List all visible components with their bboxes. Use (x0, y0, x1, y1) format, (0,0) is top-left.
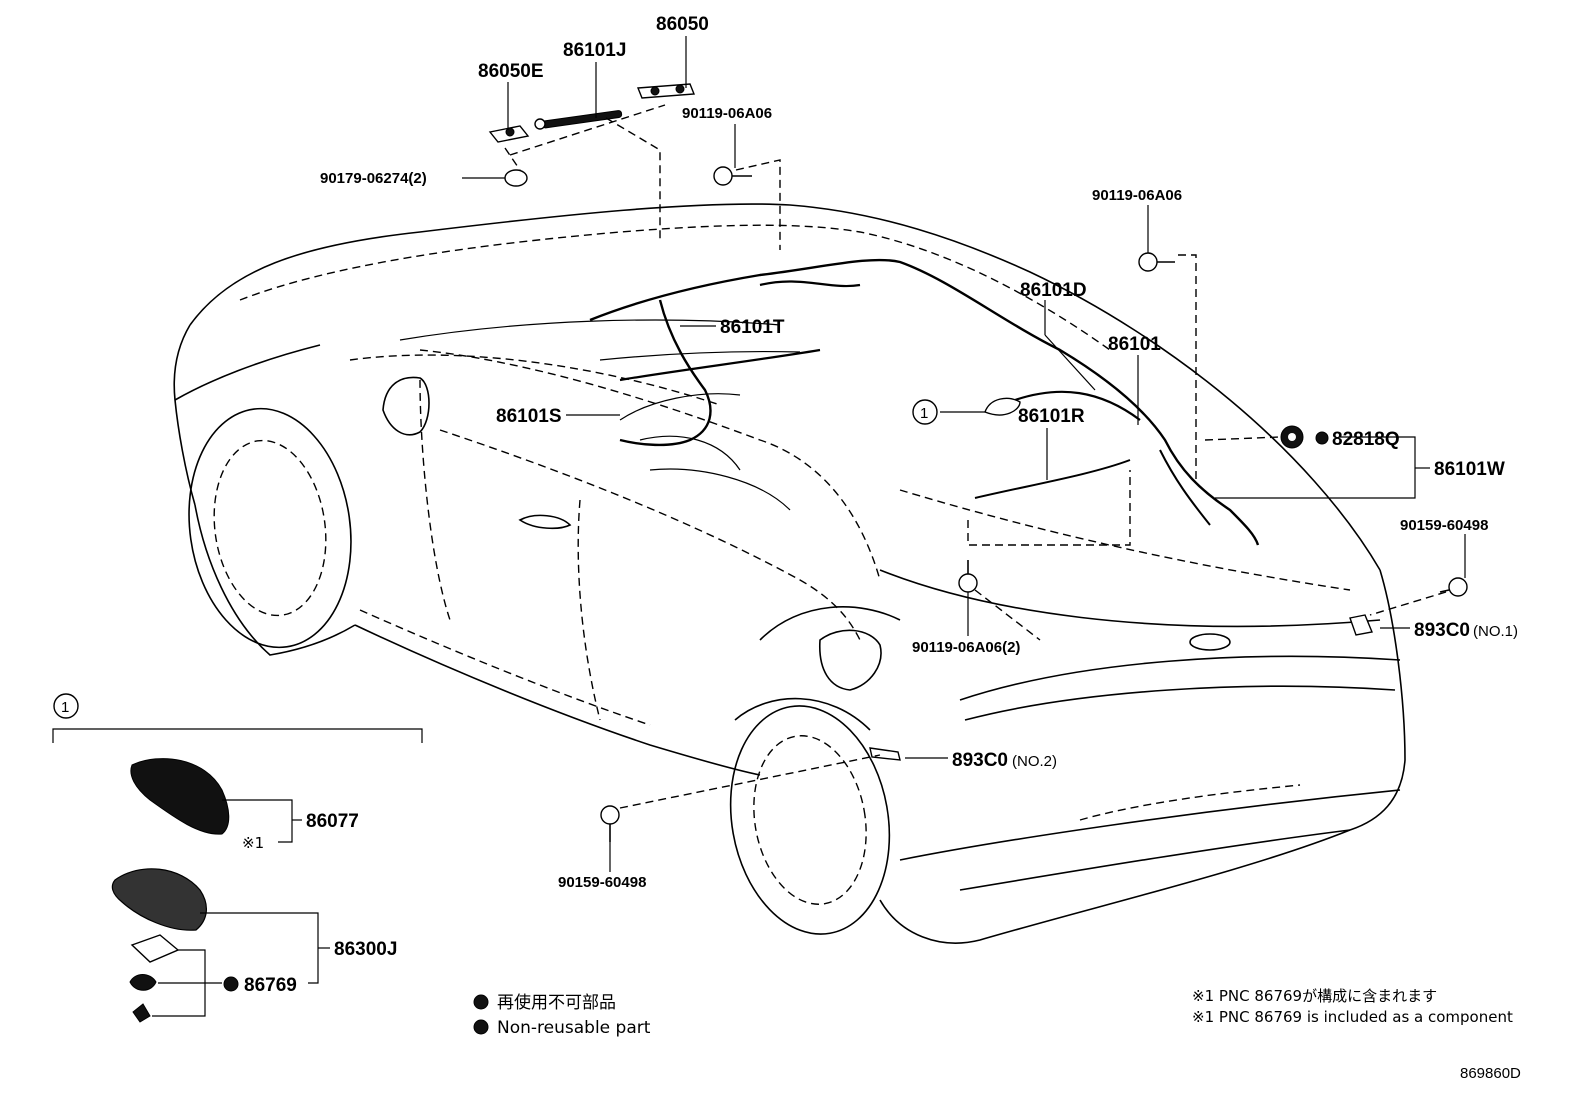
inset-detail: 1 86077 ※1 86300J 86769 (52, 693, 423, 1023)
bolt-right-side (1439, 577, 1468, 597)
label-86769: 86769 (244, 975, 297, 996)
label-86101J: 86101J (563, 40, 626, 61)
label-86101S: 86101S (496, 406, 562, 427)
diagram-code: 869860D (1460, 1065, 1521, 1082)
label-86050: 86050 (656, 14, 709, 35)
callout-1-main: 1 (912, 399, 938, 425)
clamp-no1 (1349, 614, 1373, 636)
label-893C0-no1: 893C0 (1414, 620, 1470, 641)
car-body-outline (173, 203, 1406, 944)
svg-text:1: 1 (61, 699, 69, 716)
antenna-nut (129, 974, 157, 991)
label-82818Q: 82818Q (1332, 429, 1400, 450)
label-86101R: 86101R (1018, 406, 1085, 427)
legend: 再使用不可部品 Non-reusable part (473, 992, 651, 1038)
label-86300J: 86300J (334, 939, 397, 960)
bolt-bottom (600, 805, 620, 842)
mark-1: ※1 (242, 834, 264, 852)
label-893C0-no2-sub: (NO.2) (1012, 753, 1057, 770)
label-86077: 86077 (306, 811, 359, 832)
label-86101D: 86101D (1020, 280, 1087, 301)
antenna-cover-86077 (130, 758, 230, 835)
note-en: ※1 PNC 86769 is included as a component (1192, 1008, 1513, 1026)
antenna-gasket (130, 934, 180, 963)
non-reusable-dot-86769 (223, 976, 239, 992)
notes: ※1 PNC 86769が構成に含まれます ※1 PNC 86769 is in… (1192, 987, 1521, 1082)
label-86101W: 86101W (1434, 459, 1505, 480)
clamp-no2 (869, 747, 901, 761)
label-893C0-no2: 893C0 (952, 750, 1008, 771)
dashed-leaders (504, 104, 1447, 809)
wiring-harness (589, 258, 1260, 546)
label-90159-60498-bottom: 90159-60498 (558, 874, 646, 891)
label-893C0-no1-sub: (NO.1) (1473, 623, 1518, 640)
svg-text:1: 1 (920, 405, 928, 422)
legend-en: Non-reusable part (497, 1018, 651, 1038)
label-90159-60498-right: 90159-60498 (1400, 517, 1488, 534)
label-90119-06A06-top: 90119-06A06 (682, 105, 772, 122)
antenna-body-86300J (111, 868, 207, 931)
label-90179-06274: 90179-06274(2) (320, 170, 427, 187)
roof-antenna-bracket (488, 83, 752, 187)
part-labels: 86050 86101J 86050E 90119-06A06 90179-06… (320, 14, 1518, 891)
label-90119-06A06-2: 90119-06A06(2) (912, 639, 1020, 656)
label-90119-06A06-right: 90119-06A06 (1092, 187, 1182, 204)
label-86101: 86101 (1108, 334, 1161, 355)
bolt-lower-center (958, 560, 978, 593)
antenna-screw (132, 1003, 151, 1023)
roof-antenna-base (984, 397, 1021, 416)
note-jp: ※1 PNC 86769が構成に含まれます (1192, 987, 1437, 1005)
label-86050E: 86050E (478, 61, 544, 82)
non-reusable-dot-82818Q (1315, 431, 1329, 445)
label-86101T: 86101T (720, 317, 785, 338)
solid-leaders (462, 36, 1466, 872)
grommet (1280, 425, 1304, 449)
legend-jp: 再使用不可部品 (497, 992, 616, 1013)
bolt-right-top (1138, 252, 1175, 272)
